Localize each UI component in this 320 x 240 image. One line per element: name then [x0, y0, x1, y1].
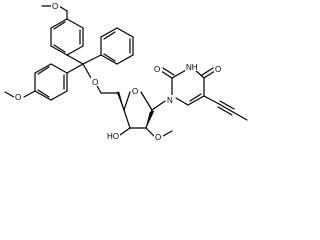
- stereo-bond-layer: [116, 91, 155, 129]
- atom-label-layer: O O O O HO O N NH O O: [14, 1, 223, 142]
- atom-o-4-carbonyl: O: [215, 65, 221, 74]
- atom-o-trityl-ether: O: [92, 78, 98, 87]
- atom-o-left-methoxy: O: [15, 93, 21, 102]
- wedge-bond: [145, 110, 155, 129]
- atom-n-1: N: [167, 96, 173, 105]
- atom-nh-3: NH: [186, 63, 198, 72]
- wedge-bond: [116, 91, 125, 111]
- atom-o-top-methoxy: O: [52, 2, 58, 11]
- chemical-structure-diagram: O O O O HO O N NH O O: [0, 0, 251, 146]
- atom-oh-3: HO: [107, 132, 119, 141]
- atom-o-2-methoxy: O: [155, 133, 161, 142]
- molecule-drawing: O O O O HO O N NH O O: [4, 1, 248, 142]
- bond-layer: [4, 5, 248, 137]
- atom-o-ring: O: [132, 87, 138, 96]
- atom-o-2-carbonyl: O: [154, 65, 160, 74]
